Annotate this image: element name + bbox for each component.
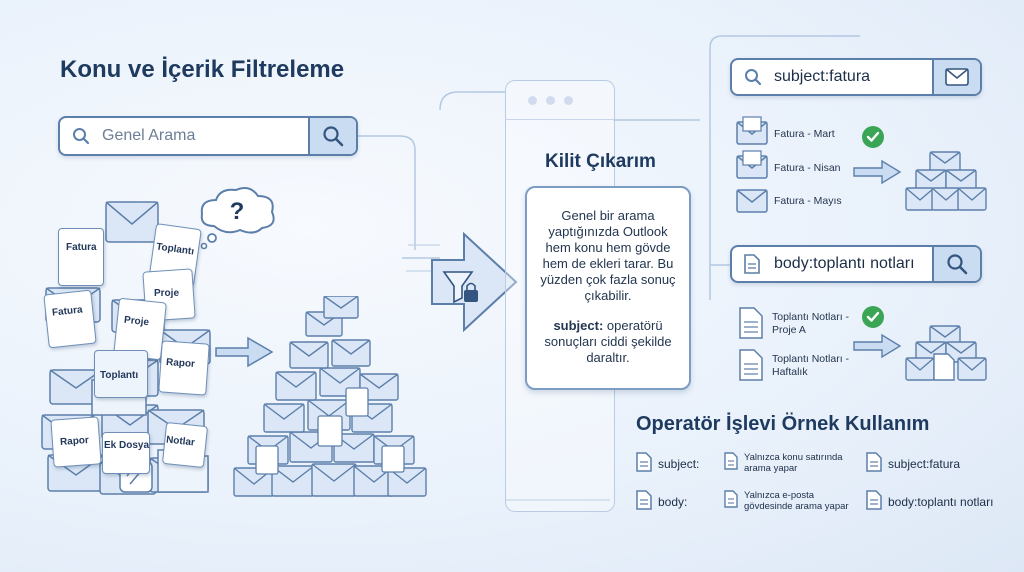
- pile-label: Rapor: [59, 435, 90, 448]
- document-icon: [724, 452, 738, 470]
- subject-result-item: Fatura - Mayıs: [774, 195, 842, 207]
- document-icon: [636, 490, 652, 510]
- subject-search-query: subject:fatura: [774, 68, 871, 85]
- body-filtered-envelope-stack: [905, 325, 987, 381]
- pile-label: Fatura: [66, 242, 97, 253]
- subject-search-button[interactable]: [932, 60, 980, 94]
- operator-name: body:: [658, 495, 688, 509]
- subject-filtered-envelope-stack: [905, 151, 987, 211]
- key-insight-body: Genel bir arama yaptığınızda Outlook hem…: [540, 208, 676, 303]
- checkmark-icon: [862, 126, 884, 148]
- key-insight-operator: subject:: [553, 318, 604, 333]
- folder-card: [94, 350, 148, 398]
- body-result-item: Toplantı Notları - Haftalık: [772, 353, 850, 378]
- key-insight-title: Kilit Çıkarım: [545, 151, 656, 172]
- body-search-input[interactable]: body:toplantı notları: [732, 254, 932, 274]
- filter-arrow: [431, 232, 518, 332]
- subject-search-input[interactable]: subject:fatura: [732, 68, 932, 86]
- operator-function: Yalnızca konu satırında arama yapar: [744, 452, 843, 474]
- operator-name: subject:: [658, 457, 700, 471]
- general-search-bar[interactable]: Genel Arama: [58, 116, 358, 156]
- thought-cloud-icon: ?: [200, 187, 275, 250]
- arrow-right-icon: [853, 333, 902, 359]
- general-search-input[interactable]: Genel Arama: [60, 127, 308, 145]
- operator-example: body:toplantı notları: [888, 495, 994, 509]
- search-results-envelope-pile: [233, 296, 427, 497]
- general-search-placeholder: Genel Arama: [102, 127, 196, 144]
- pile-label: Toplantı: [100, 370, 139, 381]
- document-icon: [636, 452, 652, 472]
- search-icon: [947, 254, 968, 275]
- subject-result-envelopes: [736, 116, 768, 213]
- operator-function: Yalnızca e-posta gövdesinde arama yapar: [744, 490, 849, 512]
- key-insight-box: Genel bir arama yaptığınızda Outlook hem…: [525, 186, 691, 390]
- pile-label: Proje: [154, 288, 180, 299]
- window-title-bar: [506, 81, 614, 120]
- unfiltered-email-pile: Fatura Toplantı Fatura Proje Proje Rapor…: [40, 200, 220, 500]
- pile-label: Ek Dosya: [104, 440, 150, 451]
- funnel-icon: [442, 271, 474, 304]
- search-icon: [745, 69, 762, 86]
- arrow-right-icon: [215, 336, 274, 368]
- window-dot: [564, 96, 573, 105]
- body-search-button[interactable]: [932, 247, 980, 281]
- body-search-query: body:toplantı notları: [774, 255, 915, 272]
- operator-example: subject:fatura: [888, 457, 961, 471]
- document-card: [58, 228, 104, 286]
- subject-result-item: Fatura - Mart: [774, 128, 835, 140]
- window-dot: [528, 96, 537, 105]
- window-dot: [546, 96, 555, 105]
- body-search-bar[interactable]: body:toplantı notları: [730, 245, 982, 283]
- document-card: [102, 432, 150, 474]
- checkmark-icon: [862, 306, 884, 328]
- document-card: [43, 289, 97, 349]
- search-icon: [73, 128, 90, 145]
- pile-label: Rapor: [165, 357, 196, 370]
- arrow-right-icon: [853, 159, 902, 185]
- document-icon: [866, 452, 882, 472]
- lock-icon: [464, 282, 478, 302]
- document-icon: [744, 254, 760, 274]
- general-search-button[interactable]: [308, 118, 356, 154]
- key-insight-operator-text: operatörü sonuçları ciddi şekilde daralt…: [544, 318, 672, 365]
- subject-search-bar[interactable]: subject:fatura: [730, 58, 982, 96]
- operator-table-title: Operatör İşlevi Örnek Kullanım: [636, 413, 930, 435]
- question-mark: ?: [230, 198, 245, 225]
- document-icon: [866, 490, 882, 510]
- body-result-documents: [739, 307, 763, 381]
- search-icon: [323, 126, 344, 147]
- document-icon: [724, 490, 738, 508]
- page-title: Konu ve İçerik Filtreleme: [60, 56, 345, 83]
- subject-result-item: Fatura - Nisan: [774, 162, 841, 174]
- envelope-icon: [945, 68, 969, 86]
- key-insight-operator-note: subject: operatörü sonuçları ciddi şekil…: [539, 318, 677, 366]
- body-result-item: Toplantı Notları - Proje A: [772, 311, 850, 336]
